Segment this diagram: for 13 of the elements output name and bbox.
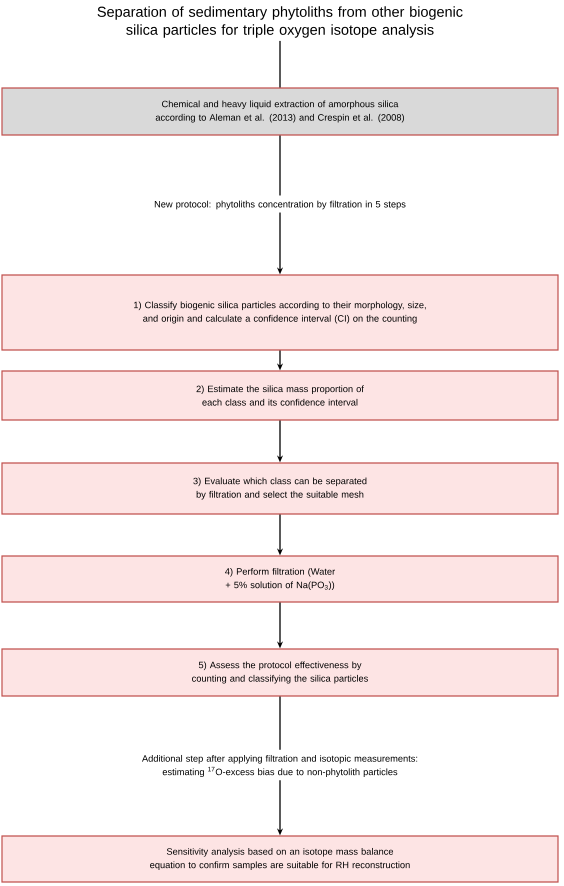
step-box: 4) Perform filtration (Water + 5% solution of Na(PO$_{3}$)) [1, 555, 559, 603]
step-text: Additional step after applying filtration and isotopic measurements: estimating $^{17}$O-excess bias due to non-phytolith particles [142, 754, 418, 778]
step-box: Sensitivity analysis based on an isotope mass balance equation to confirm samples are suitable for RH reconstruction [1, 835, 559, 883]
title-text: Separation of sedimentary phytoliths from other biogenic silica particles for triple oxygen isotope analysis [98, 6, 463, 38]
step-box: 1) Classify biogenic silica particles according to their morphology, size, and origin and calculate a confidence interval (CI) on the counting [1, 274, 559, 351]
process-box: Chemical and heavy liquid extraction of amorphous silica according to Aleman et al. (2013) and Crespin et al. (2008) [1, 87, 559, 136]
connector-line [279, 696, 281, 750]
step-box: 3) Evaluate which class can be separated by filtration and select the suitable mesh [1, 462, 559, 515]
connector-line [279, 136, 281, 196]
connector-line [279, 40, 281, 88]
step-box: 2) Estimate the silica mass proportion of each class and its confidence interval [1, 370, 559, 421]
step-box: 5) Assess the protocol effectiveness by counting and classifying the silica particles [1, 648, 559, 697]
step-text: New protocol: phytoliths concentration by filtration in 5 steps [154, 200, 406, 210]
